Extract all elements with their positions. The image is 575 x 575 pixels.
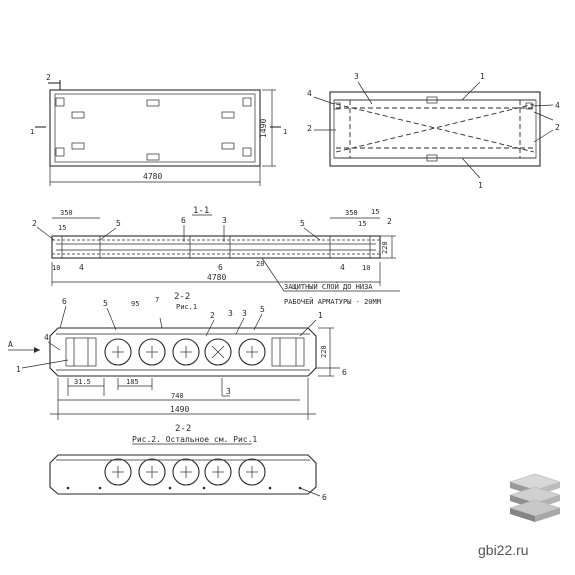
plan-section-mark-1-left: 1 <box>30 128 34 136</box>
schema-callout-1-top: 1 <box>480 72 485 81</box>
section-1-1-dim-10-left: 10 <box>52 264 60 272</box>
section-2-2-title: 2-2 <box>175 424 191 434</box>
plan-width-dim: 1490 <box>259 119 268 138</box>
cross-callout-7: 7 <box>155 296 159 304</box>
cross-callout-2: 2 <box>210 311 215 320</box>
section-1-1-callout-5-left: 5 <box>116 219 121 228</box>
cross-height: 220 <box>320 345 328 358</box>
cross-dim-1490: 1490 <box>170 405 189 414</box>
section-1-1-length: 4780 <box>207 273 226 282</box>
section-1-1-dim-10-right: 10 <box>362 264 370 272</box>
cross-callout-1-right: 1 <box>318 311 323 320</box>
section-1-1-callout-6-top: 6 <box>181 216 186 225</box>
cover-note-line-2: РАБОЧЕЙ АРМАТУРЫ - 20ММ <box>284 297 381 306</box>
cross-callout-4: 4 <box>44 333 49 342</box>
plan-length-dim: 4780 <box>143 172 162 181</box>
cross-callout-6-top: 6 <box>62 297 67 306</box>
plan-section-mark-1-right: 1 <box>283 128 287 136</box>
section-1-1-callout-4-right: 4 <box>340 263 345 272</box>
plan-section-mark-2: 2 <box>46 73 51 82</box>
section-1-1-dim-15c: 15 <box>371 208 379 216</box>
section-2-2-callout-6: 6 <box>322 493 327 502</box>
section-1-1-dim-15b: 15 <box>358 220 366 228</box>
cross-callout-5-left: 5 <box>103 299 108 308</box>
cover-note-line-1: ЗАЩИТНЫЙ СЛОЙ ДО НИЗА <box>284 282 373 291</box>
section-2-2-caption: Рис.2. Остальное см. Рис.1 <box>132 435 257 444</box>
reinforcement-schema: 3 1 4 2 4 2 1 <box>307 72 560 190</box>
section-2-2: 2-2 Рис.2. Остальное см. Рис.1 6 <box>49 424 327 502</box>
section-1-1-dim-20: 20 <box>256 260 264 268</box>
view-arrow-label: A <box>8 340 13 349</box>
cross-dim-185: 185 <box>126 378 139 386</box>
section-1-1-title: 1-1 <box>193 206 209 216</box>
section-1-1-callout-2-left: 2 <box>32 219 37 228</box>
section-1-1-dim-350-left: 350 <box>60 209 73 217</box>
schema-callout-1-bottom: 1 <box>478 181 483 190</box>
schema-callout-4-left: 4 <box>307 89 312 98</box>
watermark-text: gbi22.ru <box>478 542 529 558</box>
section-1-1-callout-2-right: 2 <box>387 217 392 226</box>
plan-view: 2 1 1 4780 1490 <box>30 73 287 186</box>
schema-callout-4-right: 4 <box>555 101 560 110</box>
section-ref-sub: Рис.1 <box>176 303 197 311</box>
section-1-1-callout-5-right: 5 <box>300 219 305 228</box>
cross-dim-315: 31.5 <box>74 378 91 386</box>
section-1-1: 1-1 350 350 15 15 15 220 2 5 6 3 5 <box>32 206 400 306</box>
section-1-1-height: 220 <box>381 241 389 254</box>
stacked-slabs-icon <box>509 473 561 522</box>
cross-callout-3-top: 3 <box>228 309 233 318</box>
section-1-1-callout-6-bottom: 6 <box>218 263 223 272</box>
cross-dim-95: 95 <box>131 300 139 308</box>
cross-callout-5-right: 5 <box>260 305 265 314</box>
section-1-1-callout-4-left: 4 <box>79 263 84 272</box>
section-cross: 2-2 Рис.1 6 5 95 7 2 3 3 <box>8 292 347 420</box>
cross-callout-6-right: 6 <box>342 368 347 377</box>
section-1-1-dim-350-right: 350 <box>345 209 358 217</box>
schema-callout-2-left: 2 <box>307 124 312 133</box>
cross-dim-740: 740 <box>171 392 184 400</box>
cut-mark-3: 3 <box>226 387 231 396</box>
schema-callout-3: 3 <box>354 72 359 81</box>
section-ref-label: 2-2 <box>174 292 190 302</box>
cross-callout-3-second: 3 <box>242 309 247 318</box>
hollow-cores <box>104 338 266 366</box>
section-1-1-callout-3: 3 <box>222 216 227 225</box>
cross-callout-1-left: 1 <box>16 365 21 374</box>
schema-callout-2-right: 2 <box>555 123 560 132</box>
section-1-1-dim-15a: 15 <box>58 224 66 232</box>
